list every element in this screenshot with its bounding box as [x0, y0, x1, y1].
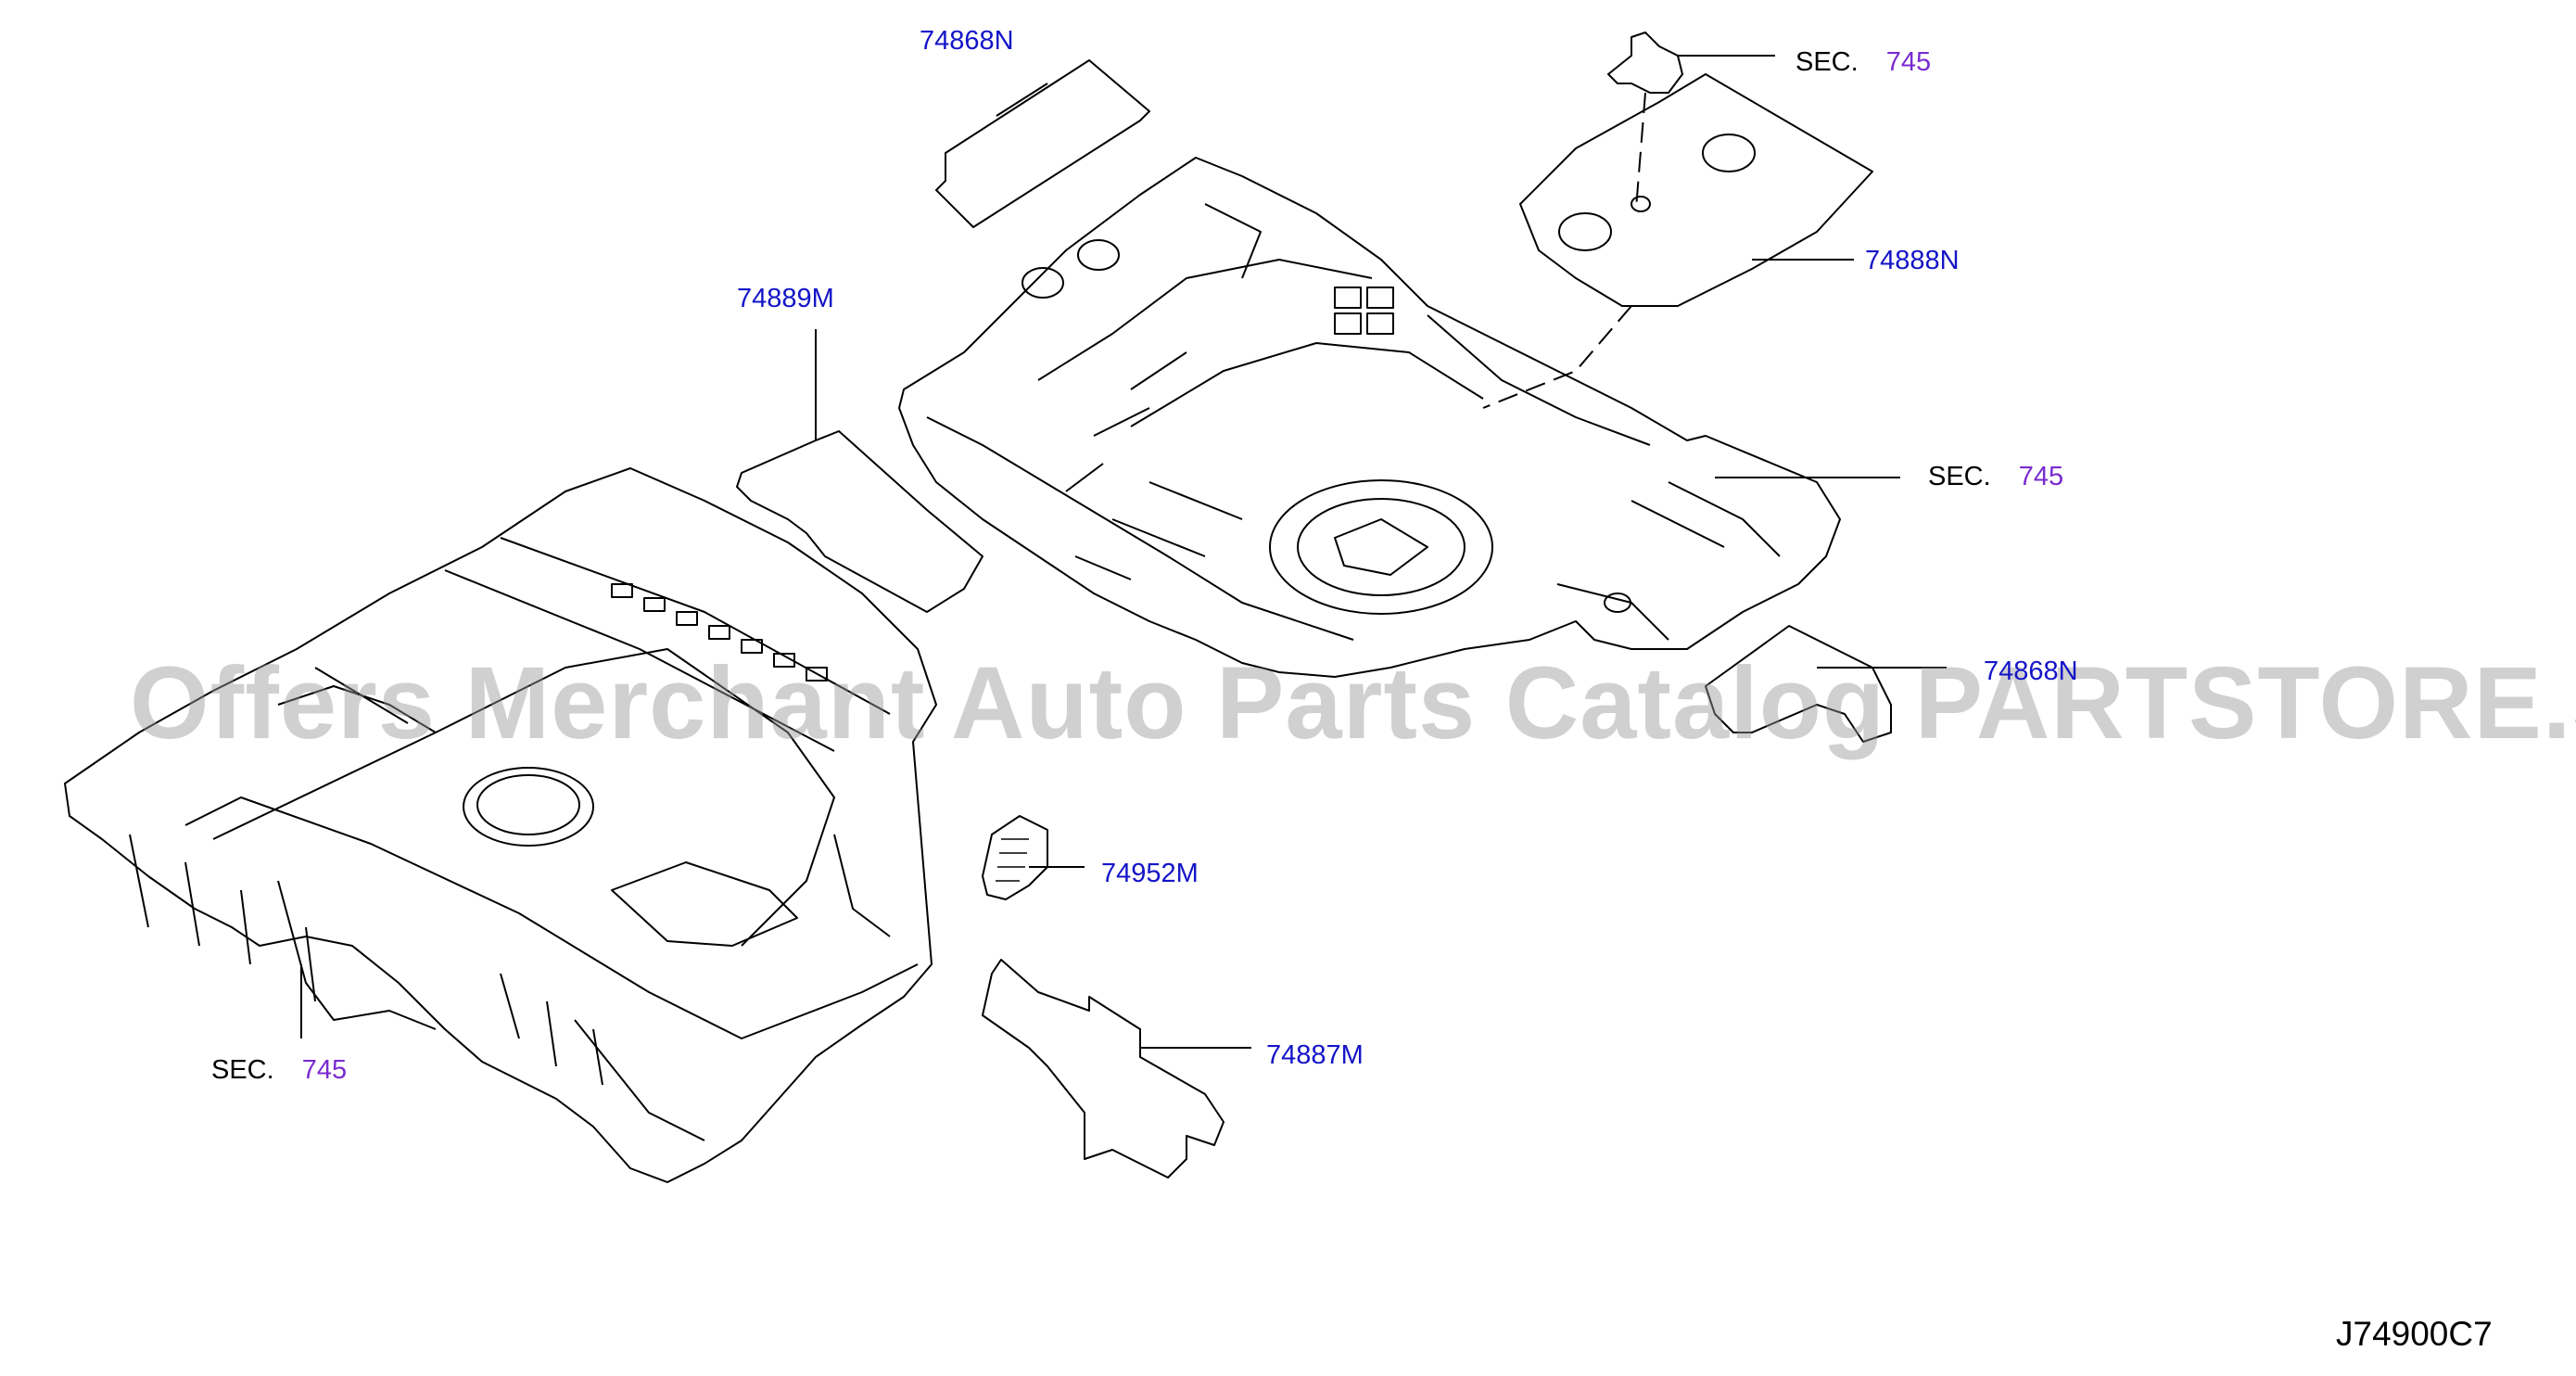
section-ref-right[interactable]: SEC. 745: [1928, 464, 2063, 491]
part-label-74888n[interactable]: 74888N: [1865, 246, 1960, 275]
insulator-74887m[interactable]: [982, 959, 1225, 1179]
cover-plate-74888n[interactable]: [1519, 73, 1873, 307]
section-prefix: SEC.: [1928, 462, 1991, 491]
insulator-74868n-upper[interactable]: [935, 59, 1150, 228]
front-floor-panel[interactable]: [64, 467, 937, 1183]
pad-74952m[interactable]: [982, 815, 1048, 900]
insulator-74889m[interactable]: [736, 430, 983, 613]
part-label-74887m[interactable]: 74887M: [1266, 1040, 1364, 1070]
section-number: 745: [1885, 47, 1932, 77]
part-label-74952m[interactable]: 74952M: [1101, 859, 1199, 888]
section-number: 745: [2018, 462, 2064, 491]
section-prefix: SEC.: [211, 1055, 274, 1085]
part-label-74868n-lower[interactable]: 74868N: [1984, 656, 2078, 686]
section-ref-top[interactable]: SEC. 745: [1796, 49, 1931, 76]
watermark: Offers Merchant Auto Parts Catalog PARTS…: [130, 646, 2576, 760]
section-number: 745: [301, 1055, 348, 1085]
section-ref-left[interactable]: SEC. 745: [211, 1057, 347, 1084]
leader-lines: [300, 55, 1947, 1049]
clip-fastener[interactable]: [1607, 32, 1683, 94]
part-label-74889m[interactable]: 74889M: [737, 284, 834, 313]
rear-floor-panel[interactable]: [898, 157, 1841, 678]
part-label-74868n-upper[interactable]: 74868N: [920, 26, 1014, 56]
drawing-code: J74900C7: [2336, 1315, 2493, 1353]
section-prefix: SEC.: [1796, 47, 1859, 77]
insulator-74868n-lower[interactable]: [1705, 625, 1892, 743]
